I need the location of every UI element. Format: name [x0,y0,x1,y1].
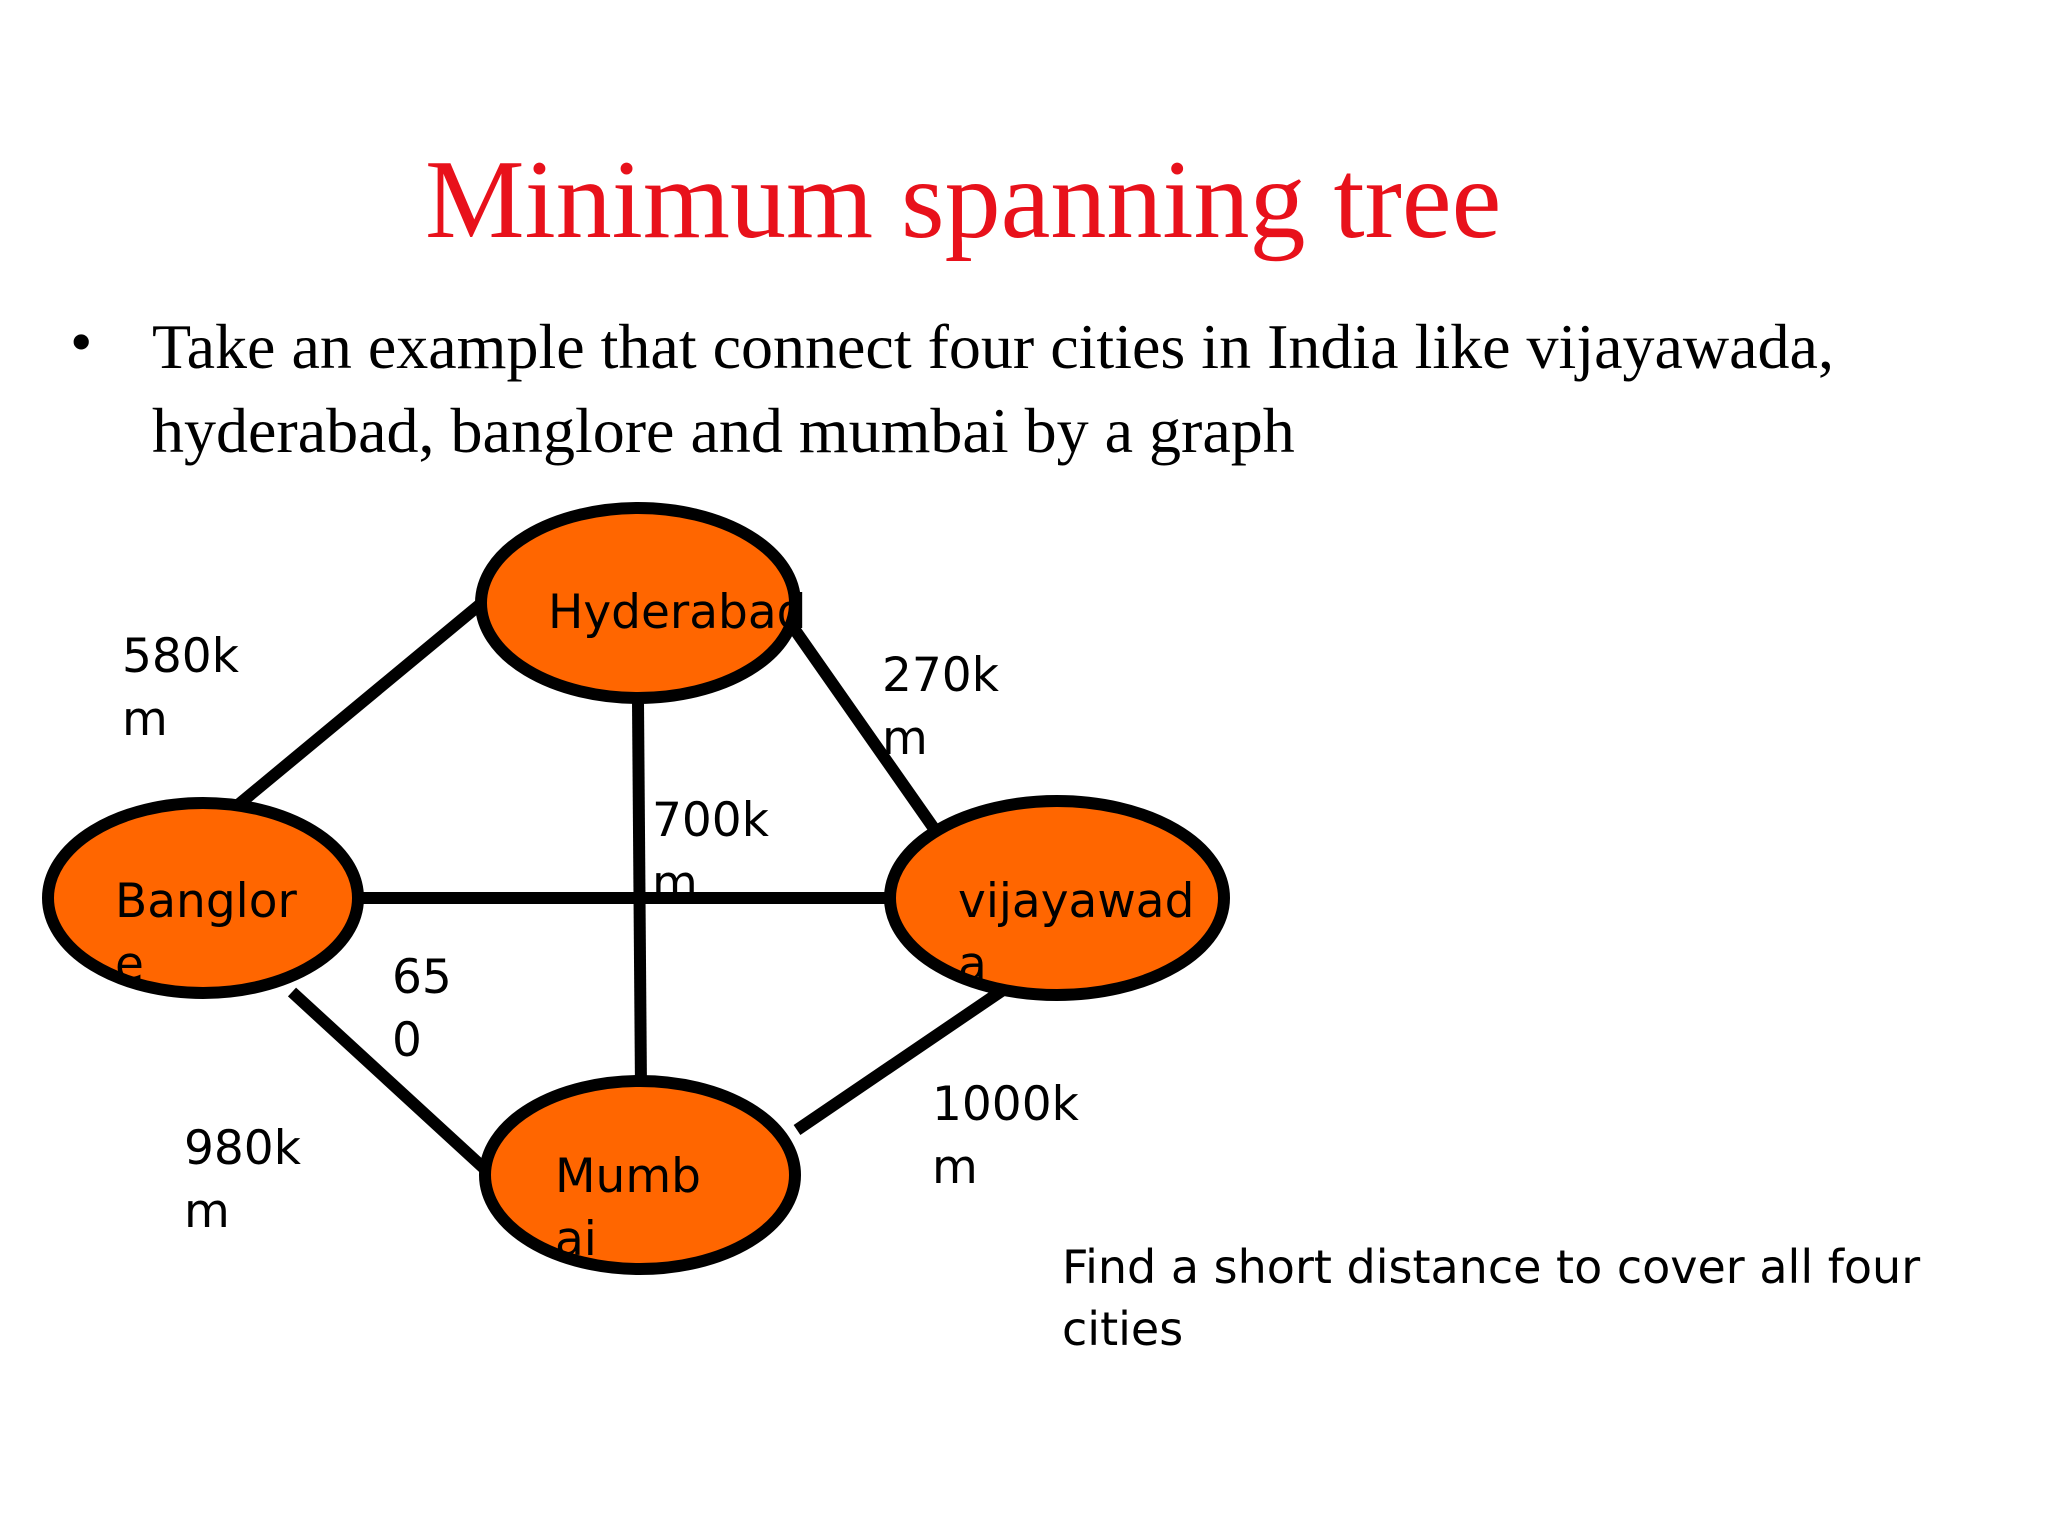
edge-label-banglore-hyderabad: 580k [122,629,240,684]
edge-label-banglore-vijayawada-continued: 0 [392,1013,422,1068]
edge-label-hyderabad-vijayawada-unit: m [882,711,928,766]
edge-label-banglore-hyderabad-unit: m [122,692,168,747]
node-vijayawada-label-continued: a [958,937,987,992]
node-banglore-label-continued: e [115,937,144,992]
instruction-note: Find a short distance to cover all four … [1062,1240,1921,1356]
bullet-marker: • [70,306,93,377]
node-vijayawada-label: vijayawad [958,874,1194,929]
node-mumbai-label: Mumb [555,1149,701,1204]
edge-label-hyderabad-mumbai: 700k [652,793,770,848]
node-mumbai: Mumb ai [479,1075,801,1275]
node-hyderabad-label: Hyderabad [548,585,807,640]
node-hyderabad-shape [475,502,801,704]
edge-label-banglore-vijayawada: 65 [392,950,452,1005]
edge-hyderabad-vijayawada [783,616,940,834]
bullet-text: Take an example that connect four cities… [152,311,1834,466]
edge-banglore-mumbai [287,987,493,1177]
edge-label-hyderabad-mumbai-unit: m [652,856,698,911]
edge-label-hyderabad-vijayawada: 270k [882,648,1000,703]
edge-label-vijayawada-mumbai: 1000k [932,1077,1080,1132]
edge-vijayawada-mumbai [793,985,1007,1135]
edge-banglore-hyderabad [234,597,487,810]
node-banglore: Banglor e [42,797,364,999]
slide-title: Minimum spanning tree [425,138,1502,262]
node-banglore-label: Banglor [115,874,297,929]
node-banglore-shape [42,797,364,999]
node-mumbai-shape [479,1075,801,1275]
edge-label-banglore-mumbai: 980k [184,1121,302,1176]
edge-label-banglore-mumbai-unit: m [184,1184,230,1239]
node-mumbai-label-continued: ai [555,1212,597,1267]
node-vijayawada: vijayawad a [884,795,1230,1001]
edge-label-vijayawada-mumbai-unit: m [932,1140,978,1195]
node-vijayawada-shape [884,795,1230,1001]
node-hyderabad: Hyderabad [475,502,807,704]
